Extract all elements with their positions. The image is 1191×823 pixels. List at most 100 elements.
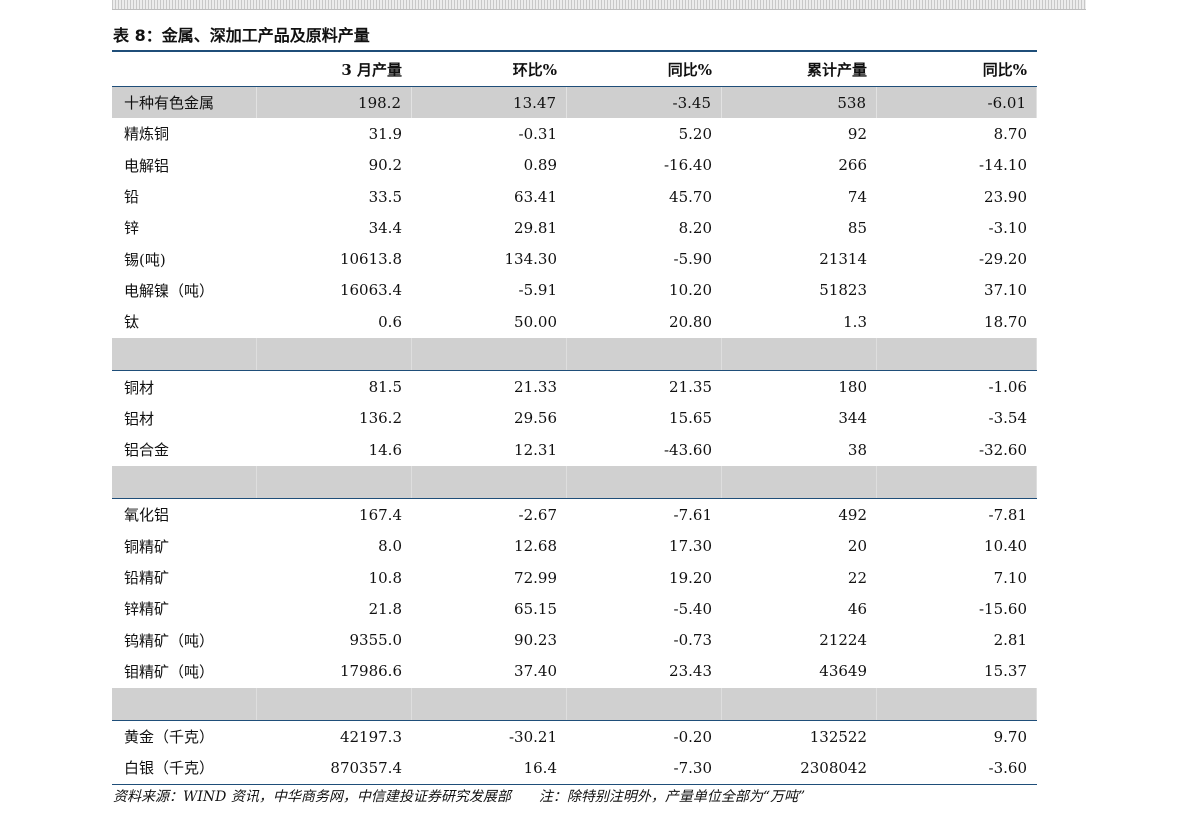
value-cell: 136.2: [359, 409, 402, 428]
value-cell: 16063.4: [339, 281, 402, 300]
row-name: 铅: [124, 188, 140, 207]
value-cell: -30.21: [508, 727, 557, 746]
row-name: 铜材: [124, 378, 155, 397]
value-cell: -14.10: [978, 156, 1027, 175]
value-cell: 10.20: [669, 281, 712, 300]
value-cell: 16.4: [523, 758, 557, 777]
separator-cell: [722, 338, 877, 371]
row-name: 铜精矿: [124, 537, 170, 556]
value-cell: -3.10: [988, 218, 1027, 237]
value-cell: 63.41: [514, 187, 557, 206]
value-cell: 9355.0: [349, 631, 403, 650]
section-separator-row: [112, 337, 1037, 372]
separator-cell: [112, 466, 257, 499]
separator-cell: [877, 338, 1037, 371]
row-name: 锌精矿: [124, 600, 170, 619]
section-separator-row: [112, 687, 1037, 722]
value-cell: 492: [838, 505, 867, 524]
value-cell: -0.73: [673, 631, 712, 650]
value-cell: 10.40: [984, 537, 1027, 556]
value-cell: 21.35: [669, 378, 712, 397]
value-cell: 74: [847, 187, 867, 206]
value-cell: 12.68: [514, 537, 557, 556]
value-cell: -15.60: [978, 599, 1027, 618]
row-name: 精炼铜: [124, 125, 170, 144]
value-cell: 0.89: [523, 156, 557, 175]
separator-cell: [567, 338, 722, 371]
value-cell: 10.8: [368, 568, 402, 587]
value-cell: 538: [722, 87, 877, 119]
value-cell: -2.67: [518, 505, 557, 524]
value-cell: 13.47: [412, 87, 567, 119]
value-cell: 23.90: [984, 187, 1027, 206]
row-name: 白银（千克）: [124, 759, 215, 778]
value-cell: 37.10: [984, 281, 1027, 300]
value-cell: 29.81: [514, 218, 557, 237]
value-cell: -29.20: [978, 250, 1027, 269]
value-cell: 20.80: [669, 312, 712, 331]
value-cell: 21224: [819, 631, 867, 650]
row-name: 铝材: [124, 409, 155, 428]
row-name: 氧化铝: [124, 506, 170, 525]
value-cell: 266: [838, 156, 867, 175]
value-cell: -7.81: [988, 505, 1027, 524]
value-cell: -0.20: [673, 727, 712, 746]
value-cell: 344: [838, 409, 867, 428]
header-yoy: 同比%: [667, 60, 712, 79]
separator-cell: [257, 466, 412, 499]
header-mom: 环比%: [512, 60, 557, 79]
value-cell: 15.37: [984, 662, 1027, 681]
table-title: 表 8：金属、深加工产品及原料产量: [113, 26, 370, 45]
separator-cell: [722, 466, 877, 499]
table-row: 铝材 136.2 29.56 15.65 344 -3.54: [112, 403, 1037, 434]
value-cell: 43649: [819, 662, 867, 681]
value-cell: -3.54: [988, 409, 1027, 428]
value-cell: 19.20: [669, 568, 712, 587]
value-cell: 29.56: [514, 409, 557, 428]
value-cell: 90.2: [368, 156, 402, 175]
value-cell: -1.06: [988, 378, 1027, 397]
separator-cell: [877, 688, 1037, 721]
header-march-output: 3 月产量: [341, 60, 402, 79]
value-cell: 15.65: [669, 409, 712, 428]
value-cell: 92: [847, 124, 867, 143]
value-cell: 5.20: [678, 124, 712, 143]
value-cell: 23.43: [669, 662, 712, 681]
value-cell: -5.40: [673, 599, 712, 618]
separator-cell: [112, 688, 257, 721]
value-cell: 31.9: [368, 124, 402, 143]
table-header-row: 3 月产量 环比% 同比% 累计产量 同比%: [112, 52, 1037, 87]
row-name: 铝合金: [124, 441, 170, 460]
row-name: 钼精矿（吨）: [124, 662, 215, 681]
value-cell: 37.40: [514, 662, 557, 681]
value-cell: 22: [847, 568, 867, 587]
value-cell: 17.30: [669, 537, 712, 556]
value-cell: 12.31: [514, 440, 557, 459]
value-cell: 0.6: [378, 312, 402, 331]
value-cell: -43.60: [663, 440, 712, 459]
value-cell: 45.70: [669, 187, 712, 206]
value-cell: 65.15: [514, 599, 557, 618]
value-cell: 72.99: [514, 568, 557, 587]
value-cell: 8.70: [993, 124, 1027, 143]
separator-cell: [112, 338, 257, 371]
value-cell: 134.30: [504, 250, 558, 269]
value-cell: 18.70: [984, 312, 1027, 331]
value-cell: 21.33: [514, 378, 557, 397]
value-cell: 198.2: [257, 87, 412, 119]
value-cell: 7.10: [993, 568, 1027, 587]
value-cell: -7.30: [673, 758, 712, 777]
value-cell: 85: [847, 218, 867, 237]
value-cell: 8.20: [678, 218, 712, 237]
